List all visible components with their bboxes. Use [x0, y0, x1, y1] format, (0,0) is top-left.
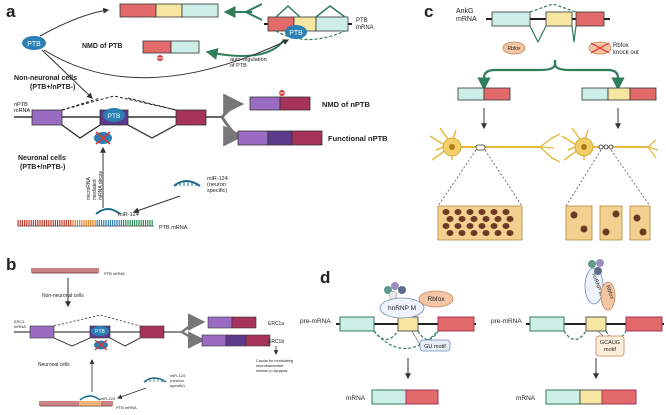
svg-text:miR-124: miR-124	[118, 212, 139, 218]
panel-b-erc1b: ERC1b	[201, 334, 284, 347]
svg-text:ERC1a: ERC1a	[268, 321, 284, 327]
svg-text:PTB: PTB	[108, 113, 121, 120]
non-neuronal-label-a: Non-neuronal cells(PTB+/nPTB-)	[14, 75, 77, 91]
svg-text:PTB mRNA: PTB mRNA	[159, 225, 188, 231]
panel-b-label: b	[6, 255, 16, 274]
svg-text:ERC1b: ERC1b	[268, 339, 284, 345]
svg-text:miR-124: miR-124	[100, 396, 116, 401]
panel-c-ankg-pre-mrna	[486, 3, 610, 44]
gu-motif-box	[419, 339, 451, 352]
panel-d-left-mrna	[371, 389, 439, 405]
mrna-right-label: mRNA	[516, 395, 536, 402]
panel-a-top-product	[119, 3, 219, 18]
panel-a-nmd-nptb: NMD of nPTB	[249, 90, 370, 111]
svg-text:NMD of PTB: NMD of PTB	[82, 43, 122, 50]
panel-c-product-left	[457, 87, 511, 101]
panel-a-functional-nptb: Functional nPTB	[237, 130, 388, 146]
panel-c-label: c	[424, 2, 433, 21]
panel-b-ptb-strip-top: PTB mRNA	[31, 268, 125, 276]
neuronal-label-b: Neuronal cells	[38, 362, 70, 368]
premrna-left-label: pre-mRNA	[300, 318, 331, 325]
svg-text:PTB: PTB	[27, 41, 41, 48]
panel-b-ptb-strip-bottom: miR-124 PTB mRNA	[39, 395, 137, 410]
svg-text:Rbfox: Rbfox	[604, 285, 615, 301]
svg-text:PTB: PTB	[95, 329, 105, 335]
svg-text:GU motif: GU motif	[424, 344, 446, 350]
microrna-decay-label: microRNAmediatedmRNA decay	[86, 170, 104, 200]
premrna-right-label: pre-mRNA	[491, 318, 522, 325]
green-branch-right	[553, 60, 625, 91]
panel-b-erc1a: ERC1a	[207, 316, 284, 329]
ais-box-left	[437, 205, 523, 241]
svg-text:PTB mRNA: PTB mRNA	[116, 405, 137, 410]
mrna-left-label: mRNA	[346, 395, 366, 402]
non-neuronal-label-b: Non-neuronal cells	[42, 293, 84, 299]
svg-text:PTB: PTB	[289, 30, 303, 37]
panel-d-right-mrna	[545, 389, 637, 405]
svg-text:PTB mRNA: PTB mRNA	[104, 271, 125, 276]
gcaug-motif-box	[595, 335, 625, 357]
rbfox-protein-c: Rbfox	[502, 41, 526, 55]
panel-a-ptb-mrna-strip: miR-124 PTB mRNA	[17, 208, 188, 231]
svg-text:Rbfox: Rbfox	[428, 296, 446, 303]
ptb-circle-left	[22, 36, 46, 50]
panel-d-label: d	[320, 268, 330, 287]
neuron-right	[561, 127, 659, 161]
ais-box-right	[565, 205, 651, 241]
autoregulation-arrow	[205, 39, 285, 60]
ptb-protein-icon	[285, 25, 307, 39]
hnrnpm-complex-right: hnRNP M Rbfox	[584, 259, 616, 311]
svg-text:NMD of nPTB: NMD of nPTB	[322, 100, 370, 109]
hnrnpm-complex-left: hnRNP M Rbfox	[379, 282, 454, 319]
green-branch-left	[477, 60, 557, 91]
neuronal-label-a: Neuronal cells(PTB+/nPTB-)	[18, 155, 66, 171]
panel-d-left-pre-mrna	[336, 316, 476, 350]
svg-text:hnRNP M: hnRNP M	[388, 305, 416, 312]
panel-a-nmd-ptb: NMD of PTB	[82, 40, 200, 61]
neuron-left	[429, 127, 561, 163]
svg-text:Functional nPTB: Functional nPTB	[328, 134, 388, 143]
panel-d-right-pre-mrna	[526, 316, 664, 341]
svg-text:Rbfox: Rbfox	[507, 46, 521, 52]
panel-c-product-right	[581, 87, 657, 101]
panel-a-label: a	[6, 2, 16, 21]
